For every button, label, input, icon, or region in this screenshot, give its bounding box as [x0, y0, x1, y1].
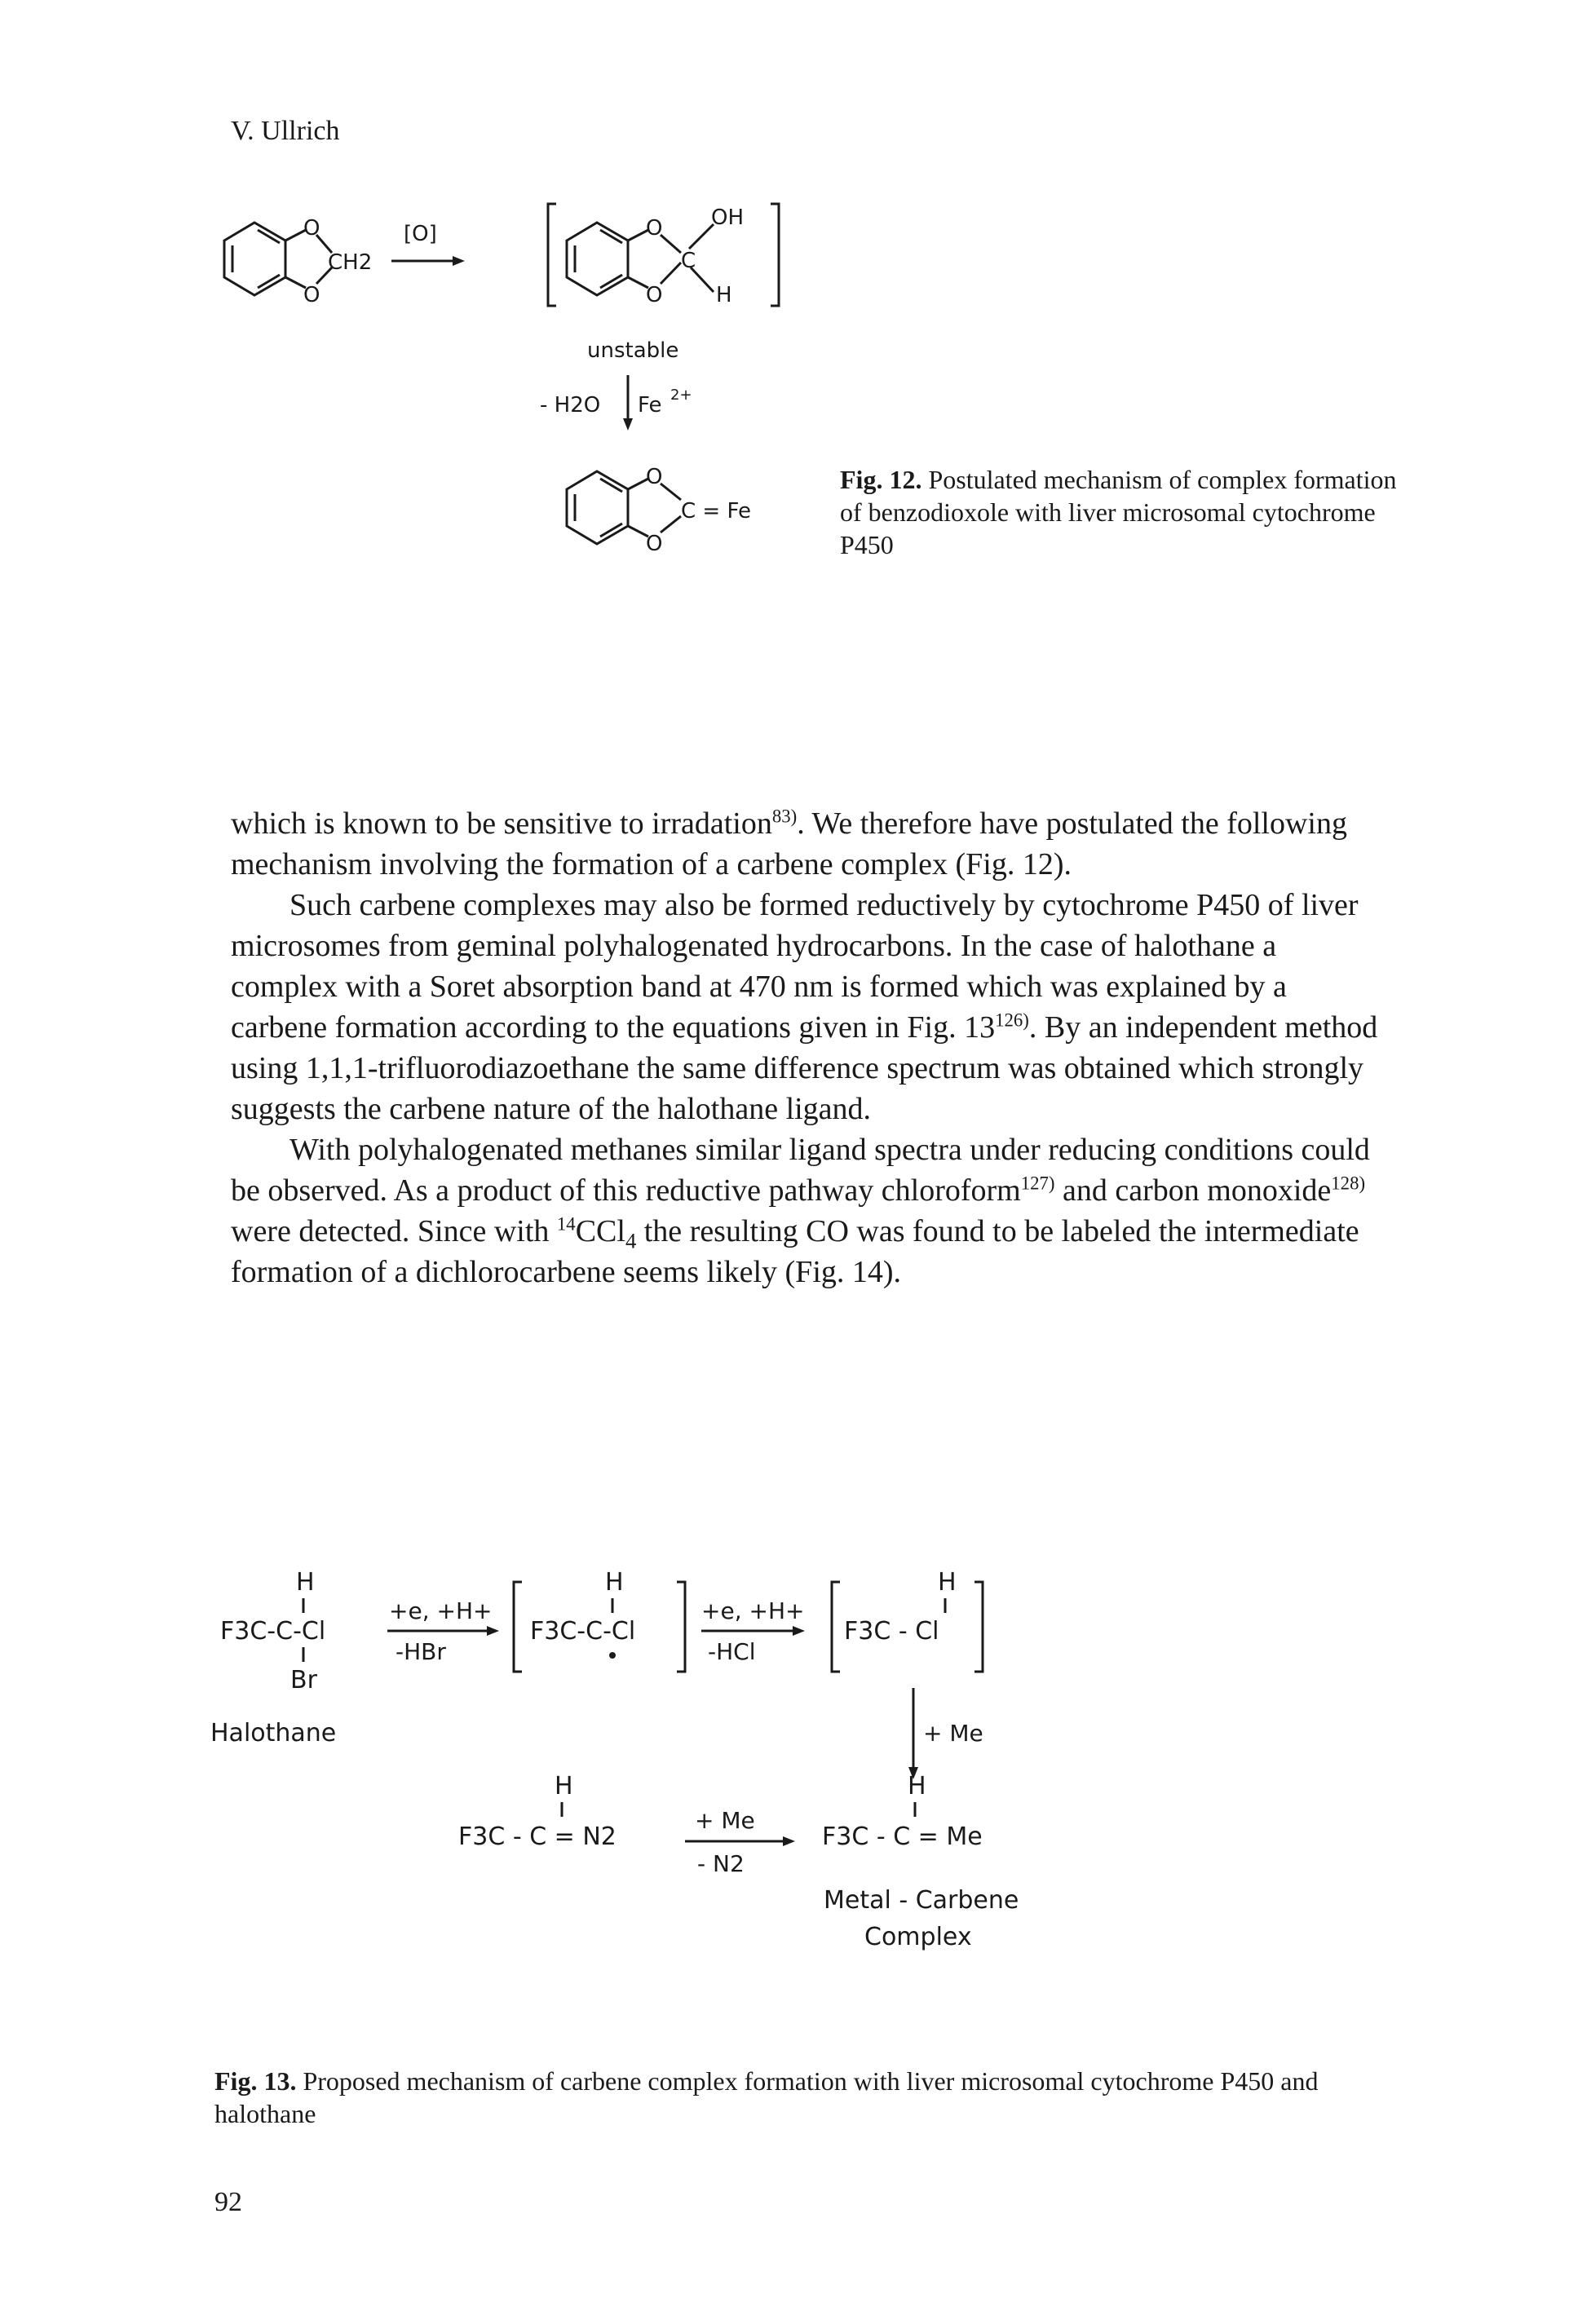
- diazo-formula: F3C - C = N2: [458, 1823, 617, 1851]
- figure-13-scheme: H F3C-C-Cl Br Halothane +e, +H+ -HBr H F…: [210, 1568, 1019, 1951]
- carbene-product-structure: [565, 470, 682, 546]
- step2-conditions: +e, +H+: [701, 1597, 804, 1624]
- bracket-right: [974, 1580, 984, 1673]
- subscript: 4: [625, 1228, 637, 1253]
- figure-12-scheme: O O CH2 [O] O O C OH H unstable - H2O Fe…: [223, 202, 780, 556]
- isotope-superscript: 14: [556, 1213, 576, 1235]
- figure-12-caption: Fig. 12. Postulated mechanism of complex…: [840, 463, 1411, 561]
- metal-carbene-formula: F3C - C = Me: [822, 1823, 983, 1851]
- paragraph-3: With polyhalogenated methanes similar li…: [231, 1133, 1370, 1289]
- o-atom-label: O: [646, 283, 662, 307]
- step1-byproduct: -HBr: [396, 1638, 446, 1665]
- page-number: 92: [214, 2187, 242, 2217]
- benzodioxole-structure: [223, 221, 334, 297]
- h-atom-label: H: [716, 283, 732, 307]
- o-atom-label: O: [646, 465, 662, 489]
- o-atom-label: O: [646, 532, 662, 556]
- h-atom-label: H: [555, 1772, 573, 1800]
- plus-me-label: + Me: [923, 1720, 983, 1747]
- hydroxy-intermediate-structure: [565, 221, 715, 297]
- reference-superscript: 126): [995, 1010, 1029, 1031]
- ch2-label: CH2: [328, 250, 372, 275]
- bracket-left: [512, 1580, 522, 1673]
- fe2-charge-label: 2+: [670, 387, 692, 404]
- step2-byproduct: -HCl: [708, 1638, 756, 1665]
- arrow-head: [487, 1626, 499, 1636]
- fe2-label: Fe: [638, 393, 662, 418]
- radical-dot: [609, 1652, 616, 1659]
- o-atom-label: O: [303, 216, 320, 241]
- arrow-head: [453, 256, 465, 266]
- h-atom-label: H: [938, 1568, 957, 1597]
- halothane-formula: F3C-C-Cl: [220, 1617, 325, 1646]
- step1-conditions: +e, +H+: [389, 1597, 492, 1624]
- c-atom-label: C: [681, 249, 696, 273]
- carbene-fe-label: C = Fe: [681, 499, 751, 524]
- figure-13-caption-text: Proposed mechanism of carbene complex fo…: [214, 2066, 1319, 2128]
- o-atom-label: O: [646, 216, 662, 241]
- metal-carbene-label: Metal - Carbene: [824, 1886, 1019, 1915]
- br-atom-label: Br: [290, 1666, 318, 1694]
- bracket-right: [771, 202, 780, 307]
- minus-h2o-label: - H2O: [540, 393, 600, 418]
- paragraph-2: Such carbene complexes may also be forme…: [231, 888, 1378, 1126]
- h-atom-label: H: [605, 1568, 624, 1597]
- arrow-head: [793, 1626, 805, 1636]
- figure-13-label: Fig. 13.: [214, 2066, 297, 2096]
- figure-12-label: Fig. 12.: [840, 465, 922, 494]
- bracket-left: [546, 202, 556, 307]
- arrow-head: [623, 418, 633, 431]
- arrow-head: [783, 1836, 795, 1846]
- arrow-head: [908, 1767, 918, 1779]
- figure-13-caption: Fig. 13. Proposed mechanism of carbene c…: [214, 2065, 1389, 2130]
- minus-n2-label: - N2: [697, 1850, 745, 1877]
- oh-label: OH: [711, 205, 744, 230]
- radical-formula: F3C-C-Cl: [530, 1617, 635, 1646]
- reference-superscript: 127): [1020, 1173, 1055, 1194]
- figure-12-caption-text: Postulated mechanism of complex formatio…: [840, 465, 1397, 559]
- paragraph-1: which is known to be sensitive to irrada…: [231, 806, 1347, 881]
- running-header-author: V. Ullrich: [231, 116, 340, 146]
- o-atom-label: O: [303, 283, 320, 307]
- complex-label: Complex: [864, 1923, 972, 1951]
- reference-superscript: 83): [771, 806, 798, 827]
- bracket-left: [830, 1580, 840, 1673]
- body-text: which is known to be sensitive to irrada…: [231, 803, 1389, 1292]
- halothane-label: Halothane: [210, 1719, 336, 1747]
- plus-me-label: + Me: [695, 1807, 755, 1834]
- bracket-right: [677, 1580, 687, 1673]
- carbene-formula: F3C - Cl: [844, 1617, 939, 1646]
- h-atom-label: H: [296, 1568, 315, 1597]
- reference-superscript: 128): [1331, 1173, 1366, 1194]
- unstable-label: unstable: [587, 338, 678, 363]
- oxidation-reagent-label: [O]: [404, 222, 437, 246]
- h-atom-label: H: [908, 1772, 926, 1800]
